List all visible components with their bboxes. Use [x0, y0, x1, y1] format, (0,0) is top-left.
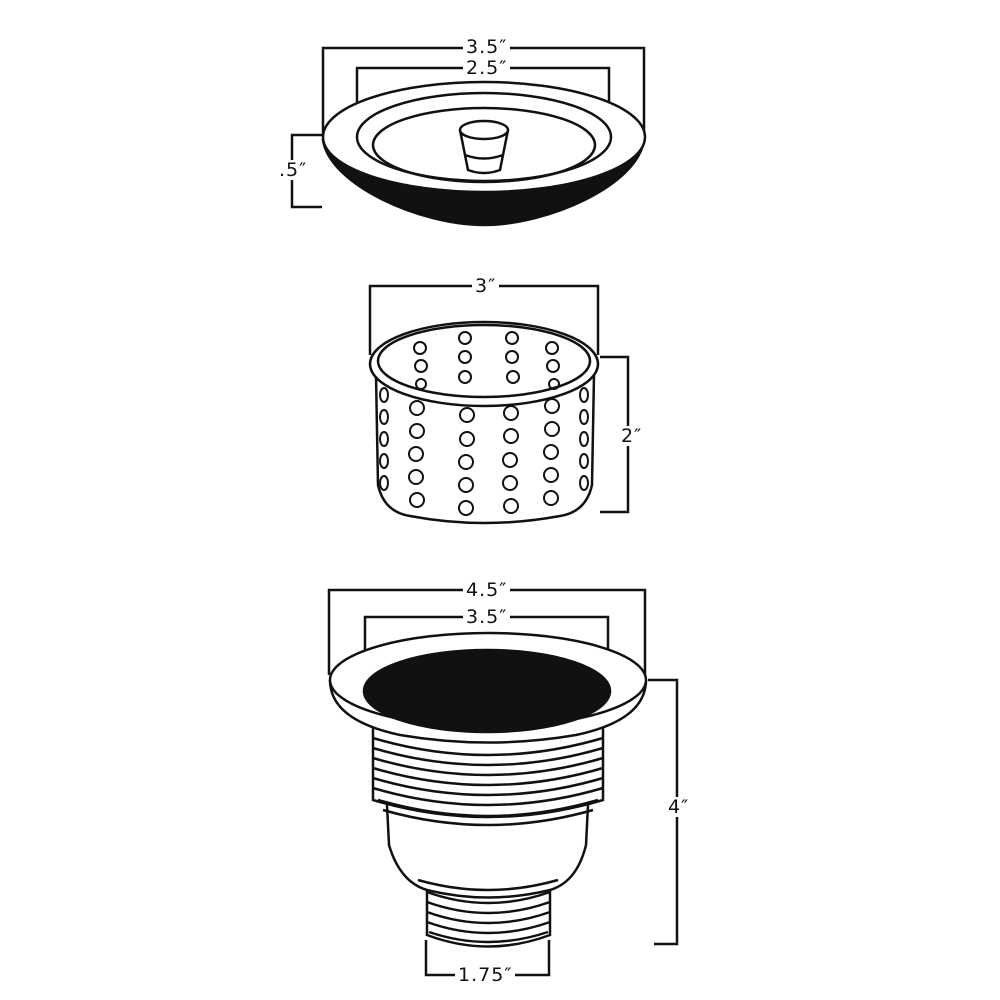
- outlet-diameter-label: 1.75″: [455, 965, 516, 985]
- cap-inner-diameter-label: 2.5″: [463, 58, 511, 78]
- basket-height-label: 2″: [618, 426, 646, 446]
- cap-outer-diameter-label: 3.5″: [463, 37, 511, 57]
- drain-body-drawing: [327, 588, 679, 977]
- body-height-label: 4″: [665, 797, 693, 817]
- opening-diameter-label: 3.5″: [463, 607, 511, 627]
- stopper-cap-drawing: [290, 46, 647, 227]
- cap-height-label: .5″: [276, 160, 311, 180]
- strainer-basket-drawing: [368, 284, 630, 525]
- basket-diameter-label: 3″: [472, 276, 500, 296]
- flange-diameter-label: 4.5″: [463, 580, 511, 600]
